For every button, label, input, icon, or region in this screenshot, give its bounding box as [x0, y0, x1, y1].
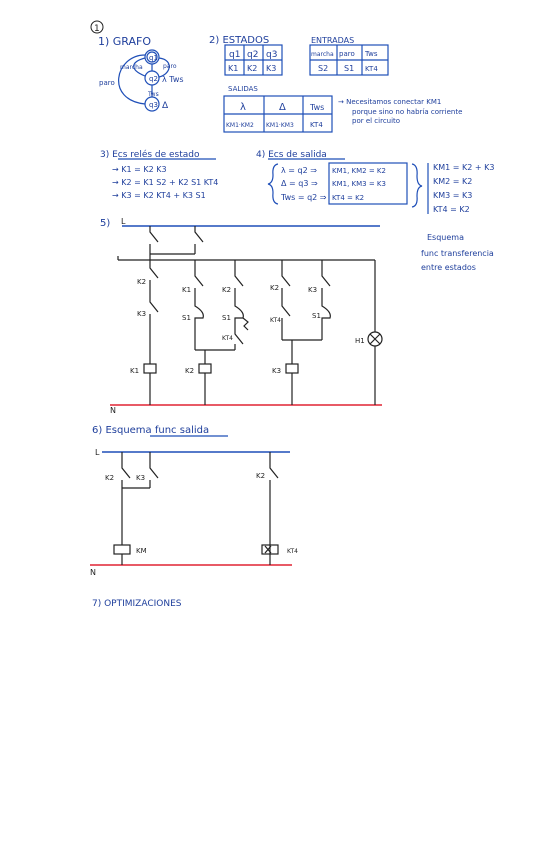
sec4-right-brace: [411, 163, 423, 208]
svg-text:K1: K1: [182, 286, 191, 294]
entradas-paro: paro: [339, 50, 355, 58]
estados-k2: K2: [247, 64, 257, 73]
sec4-right-kt4: KT4 = K2: [433, 205, 470, 214]
svg-text:K2: K2: [270, 284, 279, 292]
sec4-left-delta: Δ = q3 ⇒: [281, 179, 318, 188]
sec7-title: 7) OPTIMIZACIONES: [92, 599, 182, 609]
sec4-left-tws: Tws = q2 ⇒: [280, 193, 327, 202]
sec5-ladder: [117, 226, 383, 405]
sec4-title: 4) Ecs de salida: [256, 150, 327, 160]
salidas-note-1: → Necesitamos conectar KM1: [338, 98, 441, 106]
sec6-ladder: [113, 452, 279, 565]
sec3-eq-k1: → K1 = K2 K3: [112, 165, 167, 174]
sec5-L-label: L: [121, 217, 126, 226]
page-number: 1: [94, 24, 100, 34]
sec4-box: [328, 162, 408, 205]
svg-text:S1: S1: [222, 314, 231, 322]
sec5-labels: K2 K3 K1 K1 S1 K2 S1 KT4 K2 K2 KT4 K3 S1…: [130, 278, 365, 375]
arc-paro-left: paro: [99, 79, 115, 87]
svg-text:KT4: KT4: [287, 548, 298, 555]
estados-table: [224, 44, 283, 76]
sec4-box-km1-km3: KM1, KM3 = K3: [332, 180, 386, 188]
svg-text:K3: K3: [136, 474, 145, 482]
sec4-box-km1-km2: KM1, KM2 = K2: [332, 167, 386, 175]
sec3-eq-k2: → K2 = K1 S2 + K2 S1 KT4: [112, 178, 218, 187]
sec1-title: 1) GRAFO: [98, 35, 151, 48]
page-number-circle: [90, 20, 104, 34]
salidas-lambda: λ: [240, 102, 246, 113]
svg-text:K1: K1: [130, 367, 139, 375]
estados-q1: q1: [229, 50, 240, 60]
entradas-kt4: KT4: [365, 65, 378, 73]
entradas-table: [309, 44, 389, 76]
sec5-note-3: entre estados: [421, 263, 476, 272]
svg-text:KT4: KT4: [222, 335, 233, 342]
state-q3: q3: [149, 101, 158, 109]
sec6-title: 6) Esquema func salida: [92, 425, 209, 436]
entradas-marcha: marcha: [311, 51, 334, 58]
estados-q2: q2: [247, 50, 258, 60]
sec4-left-lambda: λ = q2 ⇒: [281, 166, 317, 175]
arc-lambda-tws: λ Tws: [162, 75, 184, 84]
svg-text:H1: H1: [355, 337, 365, 345]
estados-k3: K3: [266, 64, 276, 73]
arc-marcha: marcha: [120, 64, 143, 71]
entradas-s1: S1: [344, 64, 354, 73]
sec6-labels: K2 K3 KM K2 KT4: [105, 472, 298, 555]
svg-text:S1: S1: [182, 314, 191, 322]
arc-paro-right: paro: [163, 63, 177, 70]
svg-text:KM: KM: [136, 547, 147, 555]
salidas-tws: Tws: [309, 103, 324, 112]
sec4-box-kt4: KT4 = K2: [332, 194, 364, 202]
salidas-title: SALIDAS: [228, 85, 258, 93]
svg-text:K2: K2: [222, 286, 231, 294]
sec5-note-1: Esquema: [427, 233, 464, 242]
state-q2: q2: [149, 75, 158, 83]
salidas-km1-km2: KM1·KM2: [226, 122, 254, 129]
svg-text:K2: K2: [185, 367, 194, 375]
estados-q3: q3: [266, 50, 277, 60]
sec5-N-label: N: [110, 406, 116, 415]
arc-tws: Tws: [147, 91, 159, 98]
svg-text:K3: K3: [272, 367, 281, 375]
grafo-diagram: [118, 49, 170, 112]
svg-text:K2: K2: [256, 472, 265, 480]
salidas-kt4: KT4: [310, 121, 323, 129]
sec4-left-brace: [267, 163, 279, 205]
salidas-table: [223, 95, 333, 133]
svg-text:K3: K3: [137, 310, 146, 318]
svg-text:K2: K2: [105, 474, 114, 482]
sec6-L-label: L: [95, 448, 100, 457]
sec2-title: 2) ESTADOS: [209, 35, 269, 46]
sec3-title: 3) Ecs relés de estado: [100, 149, 200, 160]
state-delta: Δ: [162, 101, 169, 111]
sec5-note-2: func transferencia: [421, 249, 494, 258]
svg-text:K2: K2: [137, 278, 146, 286]
estados-k1: K1: [228, 64, 238, 73]
sec6-N-label: N: [90, 568, 96, 577]
salidas-note-2: porque sino no habría corriente: [352, 108, 462, 116]
sec3-eq-k3: → K3 = K2 KT4 + K3 S1: [112, 191, 206, 200]
svg-text:KT4: KT4: [270, 317, 281, 324]
salidas-delta: Δ: [279, 102, 286, 113]
entradas-title: ENTRADAS: [311, 36, 354, 45]
state-q1: q1: [149, 54, 158, 62]
sec4-right-km1: KM1 = K2 + K3: [433, 163, 495, 172]
entradas-s2: S2: [318, 64, 328, 73]
entradas-tws: Tws: [364, 50, 378, 58]
salidas-note-3: por el circuito: [352, 117, 400, 125]
svg-text:S1: S1: [312, 312, 321, 320]
sec4-right-km2: KM2 = K2: [433, 177, 472, 186]
sec5-title: 5): [100, 218, 110, 229]
salidas-km1-km3: KM1·KM3: [266, 122, 294, 129]
svg-text:K3: K3: [308, 286, 317, 294]
sec4-right-km3: KM3 = K3: [433, 191, 472, 200]
